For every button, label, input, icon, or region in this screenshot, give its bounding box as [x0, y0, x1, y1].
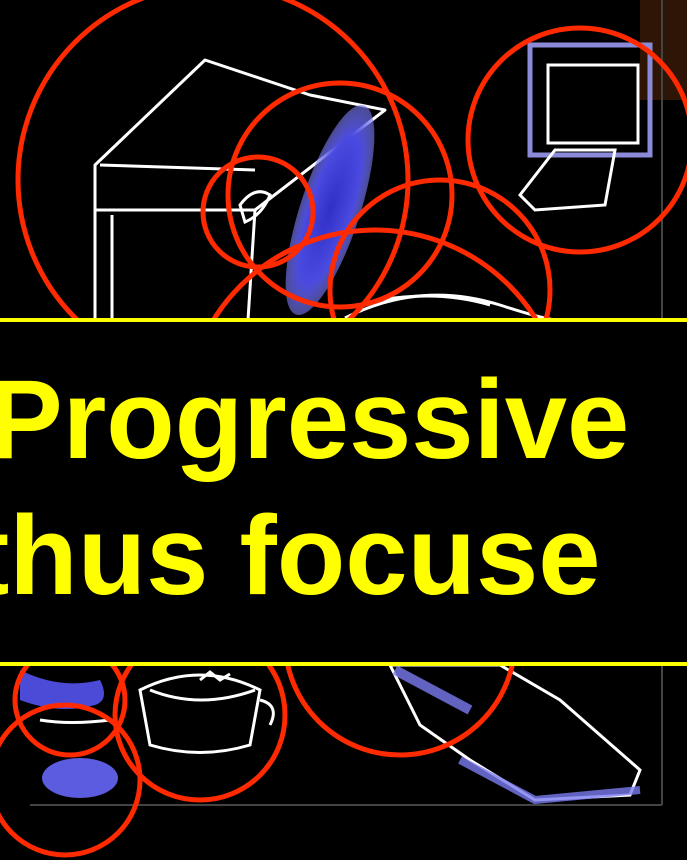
caption-line-2: thus focuse [0, 500, 601, 612]
monitor-sketch [520, 45, 650, 210]
small-tag-sketch [240, 192, 270, 222]
caption-banner: Progressive thus focuse [0, 318, 687, 666]
caption-line-1: Progressive [0, 364, 629, 476]
